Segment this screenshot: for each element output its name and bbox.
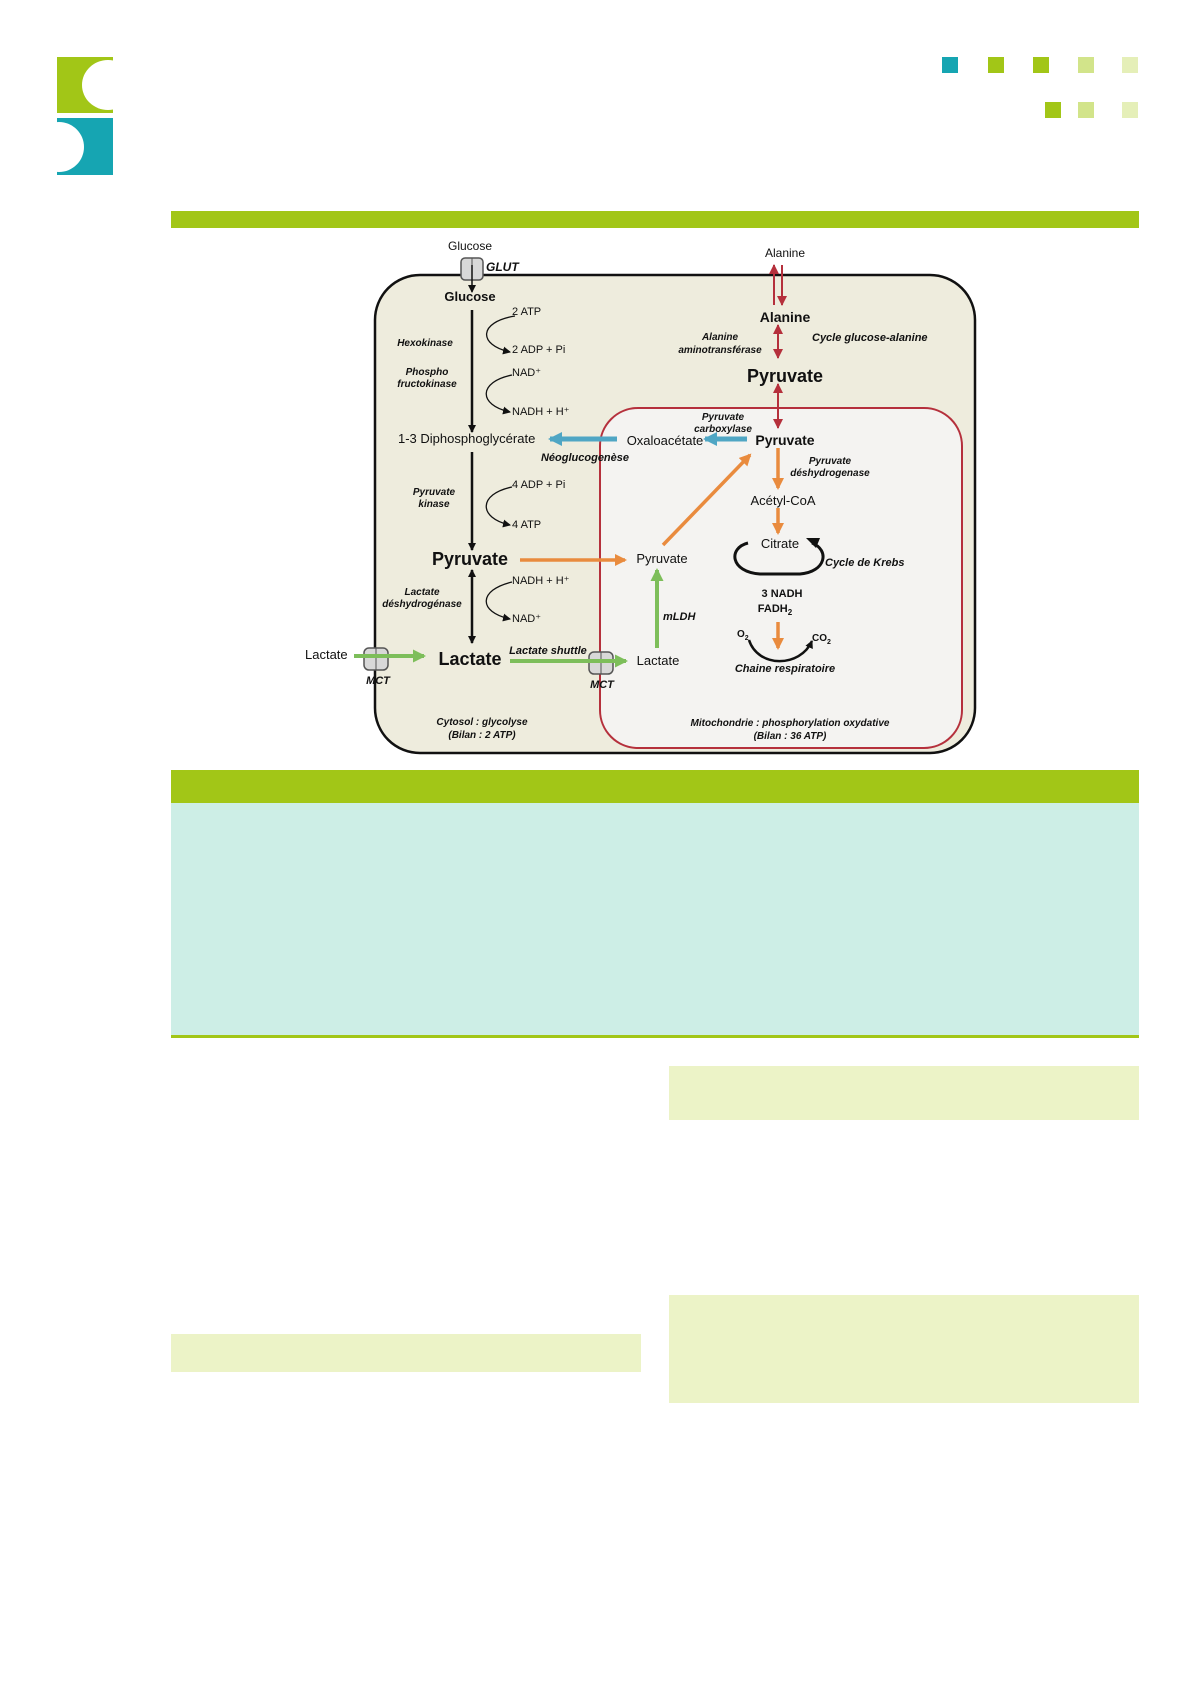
section-header-bar: [171, 211, 1139, 228]
callout-bottom-rule: [171, 1035, 1139, 1038]
label-lactate-cytosol: Lactate: [438, 649, 501, 669]
label-4adp: 4 ADP + Pi: [512, 479, 565, 491]
cofactor-curve-nadh: [485, 581, 513, 622]
decor-square: [1045, 102, 1061, 118]
label-2atp: 2 ATP: [512, 306, 541, 318]
respiratory-arc: [747, 639, 814, 663]
mitochondria-compartment: [599, 407, 963, 749]
label-citrate: Citrate: [761, 536, 799, 551]
highlight-box: [171, 1334, 641, 1372]
decor-square: [1122, 102, 1138, 118]
label-chaine-respiratoire: Chaine respiratoire: [735, 663, 835, 675]
label-neoglucogenese: Néoglucogenèse: [541, 452, 629, 464]
decor-square: [988, 57, 1004, 73]
label-oxaloacetate: Oxaloacétate: [627, 433, 704, 448]
label-acetylcoa: Acétyl-CoA: [750, 493, 815, 508]
label-pyruvate-top: Pyruvate: [747, 366, 823, 386]
krebs-cycle-arrowhead: [806, 538, 820, 548]
label-mitochondrie: Mitochondrie : phosphorylation oxydative: [691, 718, 890, 729]
label-nad-2: NAD⁺: [512, 613, 541, 625]
label-mitochondrie-bilan: (Bilan : 36 ATP): [754, 731, 827, 742]
decor-square: [1078, 57, 1094, 73]
label-dpg: 1-3 Diphosphoglycérate: [398, 431, 535, 446]
label-ldh-1: Lactate: [404, 587, 439, 598]
label-mct-1: MCT: [366, 675, 391, 687]
label-lactate-shuttle: Lactate shuttle: [509, 645, 587, 657]
label-cycle-glucose-alanine: Cycle glucose-alanine: [812, 332, 928, 344]
krebs-cycle-loop: [733, 541, 825, 576]
label-pyruvate-kinase-1: Pyruvate: [413, 487, 456, 498]
cofactor-curve-nad: [485, 374, 513, 415]
label-cytosol: Cytosol : glycolyse: [436, 717, 528, 728]
cofactor-curve-atp: [485, 315, 516, 355]
label-krebs: Cycle de Krebs: [825, 557, 904, 569]
label-nadh-1: NADH + H⁺: [512, 406, 570, 418]
label-glut: GLUT: [486, 260, 520, 274]
label-cytosol-bilan: (Bilan : 2 ATP): [448, 730, 516, 741]
label-co2: CO2: [812, 633, 831, 646]
label-o2: O2: [737, 629, 749, 642]
label-lactate-out: Lactate: [305, 647, 348, 662]
logo-top-cutout: [82, 60, 134, 110]
label-nad-1: NAD⁺: [512, 367, 541, 379]
label-phospho: Phospho: [406, 367, 449, 378]
label-pyruvate-mito: Pyruvate: [755, 432, 814, 448]
metabolism-diagram: Glucose GLUT Glucose Hexokinase 2 ATP 2 …: [305, 239, 977, 755]
label-pyruvate-cytosol: Pyruvate: [432, 549, 508, 569]
label-alanine-out: Alanine: [765, 246, 805, 260]
label-pc-2: carboxylase: [694, 424, 752, 435]
label-2adp: 2 ADP + Pi: [512, 344, 565, 356]
mct-transporter-icon: [363, 647, 389, 671]
decor-square: [942, 57, 958, 73]
arrow-pyruvate-mito-up: [661, 453, 752, 547]
label-3nadh: 3 NADH: [762, 588, 803, 600]
label-nadh-2: NADH + H⁺: [512, 575, 570, 587]
label-ldh-2: déshydrogénase: [382, 599, 462, 610]
label-glucose-out: Glucose: [448, 239, 492, 253]
label-hexokinase: Hexokinase: [397, 338, 453, 349]
label-pyruvate-kinase-2: kinase: [418, 499, 450, 510]
label-pc-1: Pyruvate: [702, 412, 745, 423]
label-pdh-2: déshydrogenase: [790, 468, 870, 479]
decor-square: [1033, 57, 1049, 73]
label-mldh: mLDH: [663, 611, 696, 623]
label-pyruvate-mito-2: Pyruvate: [636, 551, 687, 566]
label-fadh2: FADH2: [758, 603, 793, 617]
decor-square: [1122, 57, 1138, 73]
cofactor-curve-adp: [485, 486, 513, 528]
highlight-box: [669, 1295, 1139, 1403]
decor-square: [1078, 102, 1094, 118]
highlight-box: [669, 1066, 1139, 1120]
label-pdh-1: Pyruvate: [809, 456, 852, 467]
logo-bottom-cutout: [34, 122, 84, 172]
label-fructokinase: fructokinase: [397, 379, 457, 390]
label-glucose-in: Glucose: [444, 289, 495, 304]
label-alanine-in: Alanine: [760, 309, 811, 325]
label-ala-at-1: Alanine: [701, 332, 739, 343]
label-mct-2: MCT: [590, 679, 615, 691]
label-ala-at-2: aminotransférase: [678, 345, 762, 356]
label-4atp: 4 ATP: [512, 519, 541, 531]
label-lactate-mito: Lactate: [637, 653, 680, 668]
callout-header-bar: [171, 770, 1139, 803]
callout-box: [171, 803, 1139, 1037]
